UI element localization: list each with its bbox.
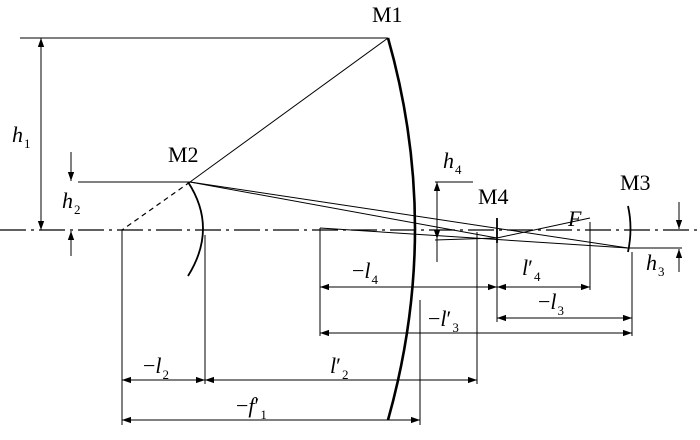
label-neg-l2: −l2 [143, 353, 169, 382]
label-m4: M4 [478, 184, 509, 209]
label-h3: h3 [646, 250, 665, 279]
mirror-m2 [187, 181, 204, 277]
ray-m2-to-m3-upper [189, 181, 629, 249]
mirror-m3 [627, 205, 632, 253]
label-m2: M2 [168, 142, 199, 167]
ray-m3-return [319, 227, 629, 249]
label-m3: M3 [620, 170, 651, 195]
ray-m2-virtual-extension [121, 181, 191, 231]
label-h4: h4 [443, 148, 462, 177]
label-l4-prime: l′4 [522, 255, 541, 284]
label-neg-l3-prime: −l′3 [428, 306, 459, 335]
label-focus: F [567, 206, 582, 231]
label-l2-prime: l′2 [330, 353, 348, 382]
label-h2: h2 [62, 188, 81, 217]
ray-m4-to-f [496, 217, 591, 239]
mirror-m1 [386, 37, 417, 421]
ray-segment [434, 237, 498, 241]
ray-m2-to-m4 [189, 181, 498, 239]
ray-m1-to-m2 [189, 37, 389, 183]
label-neg-l4: −l4 [352, 258, 379, 287]
label-neg-l3: −l3 [538, 289, 564, 318]
label-h1: h1 [12, 122, 31, 151]
label-neg-f1-prime: −f′1 [236, 393, 267, 422]
label-m1: M1 [372, 2, 403, 27]
